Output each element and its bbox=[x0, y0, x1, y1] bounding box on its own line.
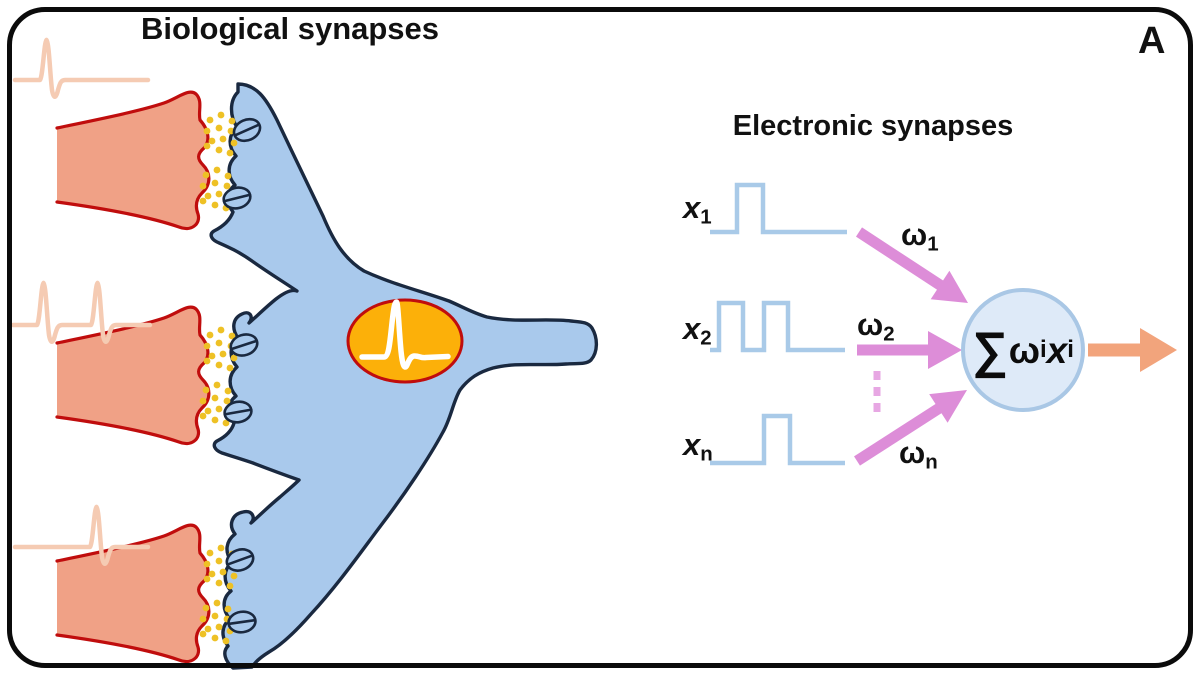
summation-node bbox=[961, 288, 1085, 412]
weight-label-w2: ω2 bbox=[857, 307, 895, 346]
presynaptic-terminal-2 bbox=[55, 305, 211, 446]
biological-title: Biological synapses bbox=[140, 11, 440, 46]
weight-label-w1: ω1 bbox=[901, 217, 939, 256]
pulse-waveform-x1 bbox=[710, 182, 847, 235]
action-potential-trace-2 bbox=[10, 280, 153, 344]
weight-arrow-w2 bbox=[857, 331, 962, 369]
weight-arrow-wn bbox=[854, 390, 967, 466]
input-label-x1: x1 bbox=[683, 190, 712, 229]
action-potential-trace-3 bbox=[12, 504, 151, 566]
soma-spike-icon bbox=[346, 298, 464, 384]
panel-label: A bbox=[1138, 20, 1166, 62]
pulse-waveform-x2 bbox=[710, 300, 845, 353]
pulse-waveform-xn bbox=[710, 413, 845, 466]
electronic-title: Electronic synapses bbox=[732, 110, 1014, 142]
input-label-xn: xn bbox=[683, 427, 713, 466]
output-arrow-icon bbox=[1088, 328, 1177, 372]
input-label-x2: x2 bbox=[683, 311, 712, 350]
action-potential-trace-1 bbox=[12, 37, 151, 99]
weight-arrow-w1 bbox=[855, 227, 968, 303]
weight-label-wn: ωn bbox=[899, 435, 938, 474]
presynaptic-terminal-1 bbox=[55, 90, 211, 231]
